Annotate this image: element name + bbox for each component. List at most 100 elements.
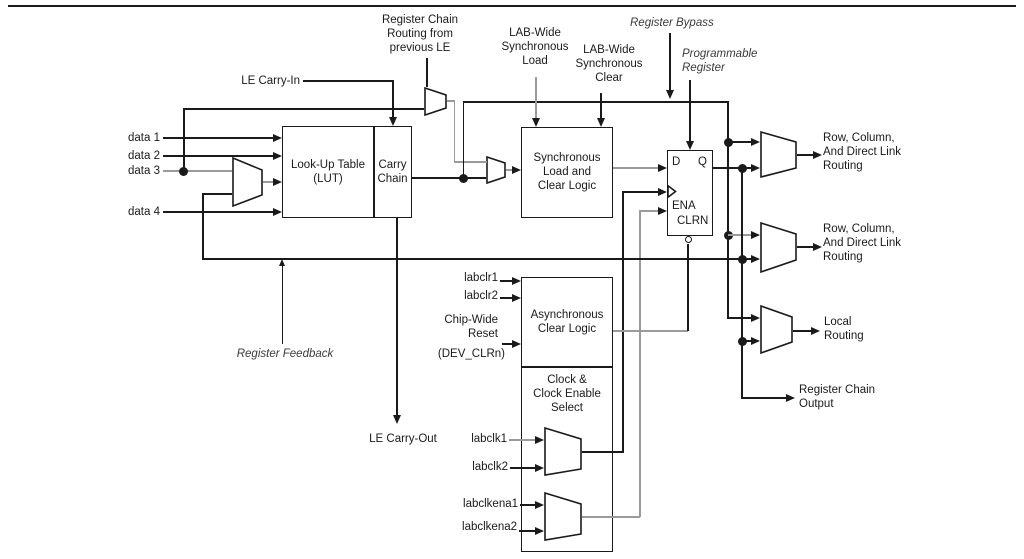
wire-labclkena2	[519, 530, 535, 532]
wire-register-feedback-pointer	[281, 262, 283, 344]
wire-labclk1	[509, 439, 535, 441]
wire-feedback-riser	[202, 194, 204, 260]
lut-carry-divider	[373, 127, 375, 217]
wire-async-out	[613, 330, 688, 332]
wire-le-carry-in-drop	[392, 80, 394, 118]
labclkena2-label: labclkena2	[462, 521, 517, 533]
arrowhead	[658, 187, 667, 196]
data1-label: data 1	[128, 132, 160, 144]
register-pin-q: Q	[698, 156, 707, 168]
wire-q-out	[713, 167, 751, 169]
arrowhead	[813, 150, 822, 159]
register-pin-ena: ENA	[672, 200, 696, 212]
arrowhead	[512, 276, 521, 285]
wire-carry-to-sync-mux	[412, 177, 486, 179]
lut-input-mux	[232, 156, 263, 208]
wire-sync-clear	[600, 93, 602, 118]
arrowhead	[512, 339, 521, 348]
wire-to-mux1-top	[728, 141, 752, 143]
wire-programmable-register-pointer	[689, 80, 691, 142]
sync-input-mux	[486, 155, 506, 185]
wire-chain-mux-out	[447, 100, 455, 102]
arrowhead	[751, 137, 760, 146]
arrowhead	[813, 242, 822, 251]
register-chain-output-label: Register Chain Output	[799, 384, 876, 410]
wire-sync-load	[535, 77, 537, 118]
wire-register-feedback-bus	[202, 258, 752, 260]
wire-sync-to-d	[613, 167, 658, 169]
wire-to-mux3-bottom	[741, 340, 752, 342]
wire-labclr1	[500, 280, 512, 282]
output-mux-3	[760, 304, 793, 355]
arrowhead	[535, 435, 544, 444]
clock-mux	[544, 426, 582, 476]
wire-le-carry-out	[396, 218, 398, 415]
arrowhead	[278, 259, 285, 266]
arrowhead	[273, 133, 282, 142]
data3-label: data 3	[128, 165, 160, 177]
arrowhead	[388, 117, 397, 126]
register-chain-in-label: Register Chain Routing from previous LE	[381, 14, 459, 54]
wire-async-to-clrn	[687, 244, 689, 331]
async-clear-label: Asynchronous Clear Logic	[530, 309, 604, 335]
wire-data3-up	[183, 109, 185, 171]
clock-enable-mux	[544, 491, 582, 541]
dev-clrn-label: (DEV_CLRn)	[437, 348, 505, 360]
wire-data4	[163, 211, 273, 213]
register-bypass-label: Register Bypass	[630, 17, 714, 29]
wire-mux1-out	[797, 154, 813, 156]
arrowhead	[751, 163, 760, 172]
wire-le-carry-in	[303, 80, 393, 82]
wire-clock-mux-out	[582, 451, 623, 453]
labclk1-label: labclk1	[471, 433, 507, 445]
arrowhead	[535, 526, 544, 535]
clock-edge-icon	[666, 184, 677, 199]
wire-register-bypass-pointer	[669, 33, 671, 91]
clrn-inverter-bubble-icon	[684, 236, 692, 243]
junction-dot	[179, 166, 188, 176]
wire-labclk2	[510, 467, 535, 469]
register-feedback-label: Register Feedback	[236, 348, 334, 360]
data4-label: data 4	[128, 206, 160, 218]
le-carry-out-label: LE Carry-Out	[369, 433, 437, 445]
wire-mux2-out	[797, 246, 813, 248]
junction-dot	[458, 173, 468, 183]
wire-data2	[163, 155, 273, 157]
arrowhead	[596, 118, 605, 127]
wire-clkena-mux-out	[582, 516, 640, 518]
wire-to-sync-mux-top	[453, 161, 487, 163]
arrowhead	[658, 206, 667, 215]
chip-wide-reset-label: Chip-Wide Reset	[444, 314, 498, 340]
arrowhead	[512, 165, 521, 174]
arrowhead	[531, 118, 540, 127]
arrowhead	[811, 326, 820, 335]
arrowhead	[392, 415, 401, 424]
row-column-routing-label-1: Row, Column, And Direct Link Routing	[823, 132, 901, 172]
arrowhead	[751, 230, 760, 239]
arrowhead	[658, 163, 667, 172]
arrowhead	[751, 313, 760, 322]
wire-labclkena1	[520, 504, 535, 506]
wire-sync-mux-out	[506, 169, 514, 171]
arrowhead	[273, 207, 282, 216]
arrowhead	[535, 463, 544, 472]
labclr1-label: labclr1	[464, 272, 498, 284]
wire-to-mux2-top	[728, 234, 752, 236]
wire-to-mux3-top	[727, 317, 752, 319]
register-chain-mux	[424, 86, 447, 117]
lut-carry-block	[282, 126, 412, 218]
arrowhead	[751, 254, 760, 263]
arrowhead	[273, 177, 282, 186]
local-routing-label: Local Routing	[824, 316, 864, 342]
wire-ena-in	[639, 210, 658, 212]
wire-feedback-to-mux	[202, 193, 232, 195]
wire-bypass-riser	[462, 102, 465, 178]
arrowhead	[665, 90, 674, 99]
wire-bypass-bus	[462, 101, 729, 103]
wire-chain-mux-drop	[453, 100, 456, 162]
output-mux-1	[760, 130, 797, 179]
wire-data1	[163, 137, 273, 139]
labclk2-label: labclk2	[472, 461, 508, 473]
arrowhead	[751, 336, 760, 345]
